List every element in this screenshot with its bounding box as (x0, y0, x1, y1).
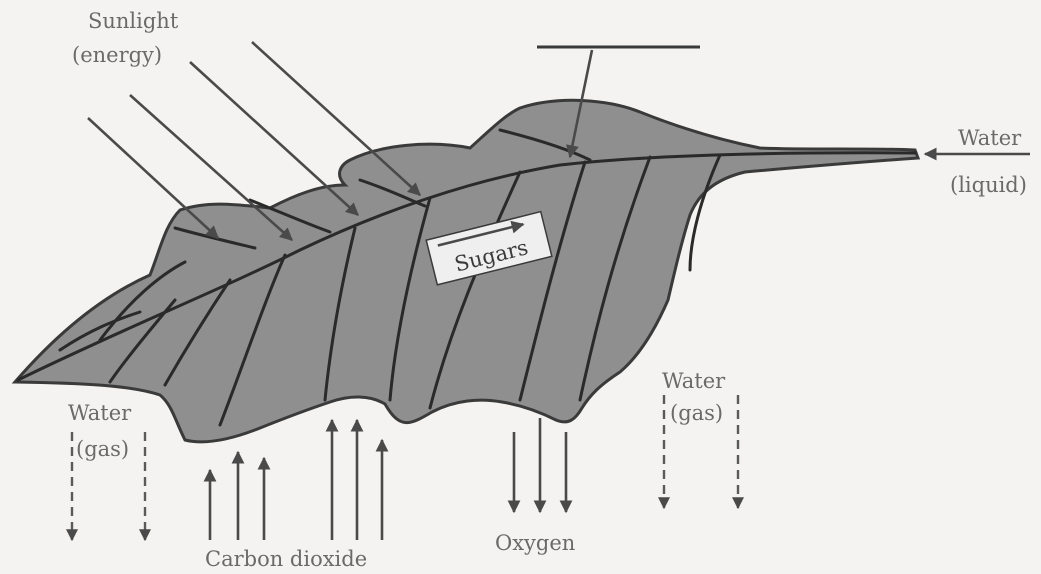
water-liquid-label-line2: (liquid) (950, 173, 1027, 197)
water-gas-right-label-line2: (gas) (670, 401, 723, 425)
sunlight-label-line2: (energy) (72, 43, 162, 67)
sunlight-label-line1: Sunlight (88, 9, 179, 33)
water-gas-left-label-line2: (gas) (76, 437, 129, 461)
water-gas-right-label-line1: Water (662, 369, 726, 393)
carbon-dioxide-label: Carbon dioxide (205, 547, 367, 571)
oxygen-arrows (514, 418, 566, 512)
water-liquid-label-line1: Water (958, 126, 1022, 150)
water-gas-left-label-line1: Water (68, 401, 132, 425)
oxygen-label: Oxygen (495, 531, 575, 555)
carbon-dioxide-arrows (210, 420, 382, 540)
